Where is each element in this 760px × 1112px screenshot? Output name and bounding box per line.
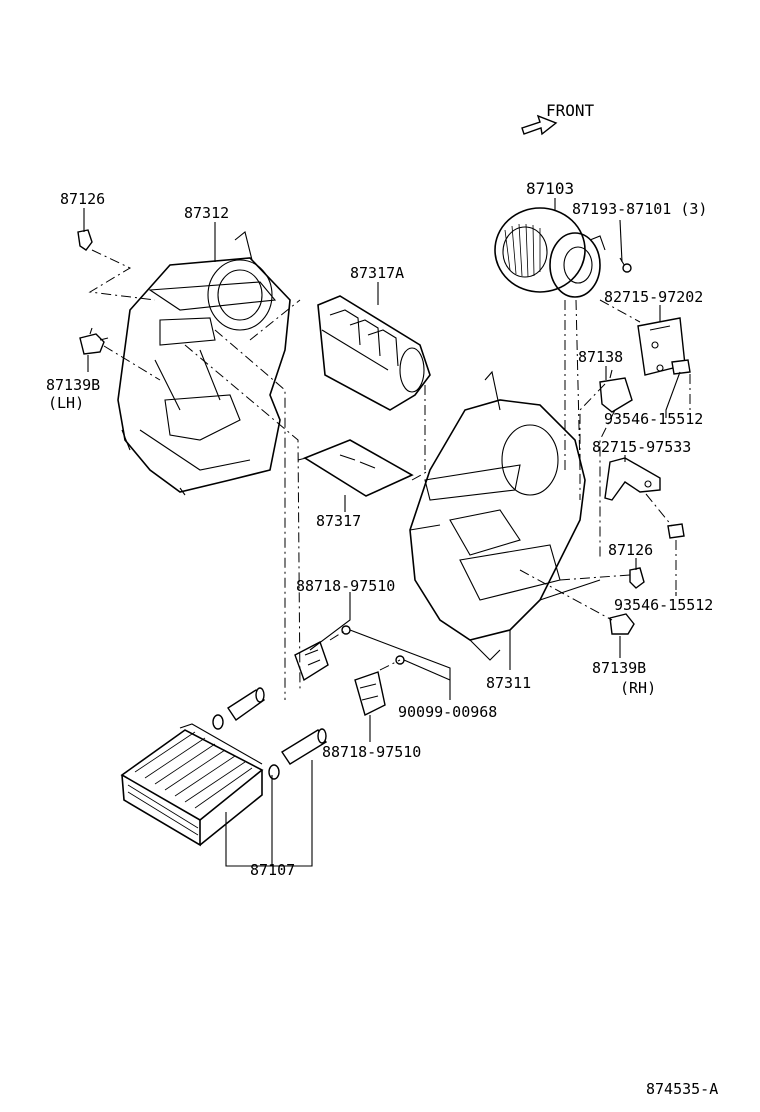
label-88718-b: 88718-97510: [322, 743, 421, 761]
screw-lower: [667, 523, 685, 539]
label-87107: 87107: [250, 861, 295, 879]
leader-lines: [88, 249, 691, 700]
label-87139b-rh: 87139B: [592, 659, 646, 677]
clamp-lower: [354, 655, 405, 717]
clip-lh: [77, 229, 93, 251]
solid-leaders: [83, 198, 681, 867]
label-93546-b: 93546-15512: [614, 596, 713, 614]
resistor-87138: [599, 369, 633, 413]
front-arrow-icon: [521, 114, 558, 136]
diagram-code: 874535-A: [646, 1080, 718, 1098]
filter-87317A: [317, 295, 431, 411]
pipe-lower: [268, 728, 327, 780]
heater-case-upper: [117, 231, 291, 496]
label-88718-a: 88718-97510: [296, 577, 395, 595]
front-indicator: FRONT: [521, 101, 595, 136]
actuator-rh: [609, 613, 635, 635]
label-87126-lh: 87126: [60, 190, 105, 208]
label-82715-97202: 82715-97202: [604, 288, 703, 306]
label-87193: 87193-87101 (3): [572, 200, 707, 218]
label-87312: 87312: [184, 204, 229, 222]
label-87311: 87311: [486, 674, 531, 692]
label-82715-97533: 82715-97533: [592, 438, 691, 456]
clip-rh: [629, 567, 645, 589]
label-87317a: 87317A: [350, 264, 404, 282]
part-labels: 87126 87312 87317A 87139B (LH) 87317 871…: [46, 179, 718, 1098]
label-87103: 87103: [526, 179, 574, 198]
label-lh-note: (LH): [48, 394, 84, 412]
label-87138: 87138: [578, 348, 623, 366]
actuator-lh: [79, 327, 109, 355]
bracket-82715-97202: [637, 317, 686, 376]
label-87139b-lh: 87139B: [46, 376, 100, 394]
label-93546-a: 93546-15512: [604, 410, 703, 428]
front-label: FRONT: [546, 101, 595, 120]
pipe-upper: [212, 687, 266, 730]
bracket-82715-97533: [604, 457, 661, 501]
label-rh-note: (RH): [620, 679, 656, 697]
heater-case-lower: [409, 370, 601, 661]
label-87317: 87317: [316, 512, 361, 530]
blower-motor: [494, 207, 632, 298]
label-87126-rh: 87126: [608, 541, 653, 559]
label-90099: 90099-00968: [398, 703, 497, 721]
heater-core: [120, 723, 264, 847]
filter-plate-87317: [297, 439, 414, 497]
screw-upper: [671, 359, 691, 375]
clamp-upper: [294, 625, 351, 682]
